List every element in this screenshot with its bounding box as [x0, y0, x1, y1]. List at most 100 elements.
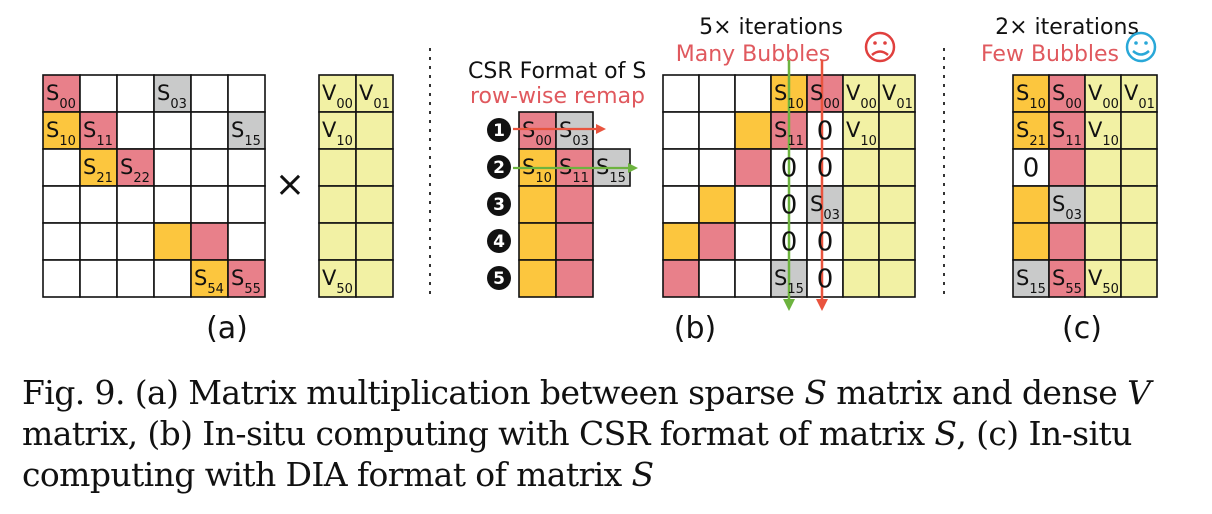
- row-wise-remap-label: row-wise remap: [470, 84, 645, 109]
- a-V-cell-r2-c1: [355, 148, 394, 187]
- b-grid-cell-r1-c6: [878, 111, 916, 150]
- b-grid-cell-r4-c1: [698, 222, 736, 261]
- frown-face-icon: [864, 31, 896, 63]
- b-grid-cell-r0-c4-label: S00: [810, 81, 840, 112]
- caption-V: V: [1127, 373, 1151, 412]
- a-S-cell-r0-c5: [227, 74, 266, 113]
- row-scan-arrows: [513, 124, 638, 173]
- svg-text:S10: S10: [1016, 81, 1046, 112]
- c-grid-cell-r0-c1: [1048, 74, 1086, 113]
- a-V-cell-r4-c0: [318, 222, 357, 261]
- caption-S-2: S: [934, 414, 957, 453]
- svg-text:V01: V01: [1124, 81, 1155, 112]
- row-number-5: 5: [493, 269, 505, 289]
- a-S-cell-r2-c1: [79, 148, 118, 187]
- csr-computing-grid: [662, 74, 916, 298]
- b-grid-cell-r5-c1: [698, 259, 736, 298]
- svg-text:V10: V10: [1088, 118, 1119, 149]
- a-S-cell-r5-c3: [153, 259, 192, 298]
- panel-b-label: (b): [674, 311, 716, 346]
- b-grid-cell-r5-c5: [842, 259, 880, 298]
- b-grid-cell-r5-c3-label: S15: [774, 266, 804, 297]
- svg-text:S00: S00: [1052, 81, 1082, 112]
- c-grid-cell-r1-c0-label: S21: [1016, 118, 1046, 149]
- svg-text:V00: V00: [846, 81, 877, 112]
- svg-text:S15: S15: [1016, 266, 1046, 297]
- c-grid-cell-r5-c0-label: S15: [1016, 266, 1046, 297]
- b-grid-cell-r0-c3-label: S10: [774, 81, 804, 112]
- c-grid-cell-r2-c1: [1048, 148, 1086, 187]
- a-V-cell-r5-c1: [355, 259, 394, 298]
- a-S-cell-r4-c2: [116, 222, 155, 261]
- b-grid-cell-r1-c5-label: V10: [846, 118, 877, 149]
- svg-text:V10: V10: [322, 118, 353, 149]
- b-grid-cell-r2-c3-zero: 0: [781, 154, 798, 184]
- c-grid-cell-r4-c0: [1012, 222, 1050, 261]
- c-grid-cell-r0-c0: [1012, 74, 1050, 113]
- c-grid-cell-r0-c3-label: V01: [1124, 81, 1155, 112]
- iterations-label-b: 5× iterations: [699, 15, 843, 40]
- b-grid-cell-r1-c3-label: S11: [774, 118, 804, 149]
- b-grid-cell-r3-c6: [878, 185, 916, 224]
- a-S-cell-r2-c0: [42, 148, 81, 187]
- csr-cell-r4-c1: [555, 259, 594, 298]
- b-grid-cell-r3-c0: [662, 185, 700, 224]
- svg-text:S10: S10: [774, 81, 804, 112]
- svg-text:S21: S21: [83, 155, 113, 186]
- b-grid-cell-r1-c4-zero: 0: [817, 117, 834, 147]
- sparse-S-matrix: [42, 74, 266, 298]
- svg-text:V50: V50: [322, 266, 353, 297]
- row-number-badge-3: [487, 192, 511, 216]
- panel-c: 2× iterations Few Bubbles (c): [981, 15, 1158, 346]
- a-S-cell-r4-c4: [190, 222, 229, 261]
- a-S-cell-r5-c1: [79, 259, 118, 298]
- dia-computing-grid: [1012, 74, 1158, 298]
- svg-text:S11: S11: [83, 118, 113, 149]
- b-grid-cell-r4-c6: [878, 222, 916, 261]
- svg-text:V01: V01: [359, 81, 390, 112]
- b-grid-cell-r2-c0: [662, 148, 700, 187]
- c-grid-cell-r4-c2: [1084, 222, 1122, 261]
- a-S-cell-r0-c3-label: S03: [157, 81, 187, 112]
- a-S-cell-r1-c0-label: S10: [46, 118, 76, 149]
- b-grid-cell-r5-c2: [734, 259, 772, 298]
- a-S-cell-r0-c0-label: S00: [46, 81, 76, 112]
- panel-a: × (a): [42, 74, 394, 346]
- a-S-cell-r0-c4: [190, 74, 229, 113]
- b-grid-cell-r1-c2: [734, 111, 772, 150]
- svg-text:V50: V50: [1088, 266, 1119, 297]
- csr-cell-r0-c1: [555, 111, 594, 150]
- many-bubbles-label: Many Bubbles: [676, 42, 831, 67]
- b-grid-cell-r0-c0: [662, 74, 700, 113]
- a-S-cell-r1-c3: [153, 111, 192, 150]
- c-grid-cell-r2-c3: [1120, 148, 1158, 187]
- a-V-cell-r2-c0: [318, 148, 357, 187]
- row-number-2: 2: [493, 158, 505, 178]
- a-S-cell-r5-c5: [227, 259, 266, 298]
- svg-text:S15: S15: [774, 266, 804, 297]
- b-grid-cell-r3-c2: [734, 185, 772, 224]
- few-bubbles-label: Few Bubbles: [981, 42, 1119, 67]
- a-S-cell-r5-c4: [190, 259, 229, 298]
- a-V-cell-r0-c0: [318, 74, 357, 113]
- a-V-cell-r4-c1: [355, 222, 394, 261]
- c-grid-cell-r0-c1-label: S00: [1052, 81, 1082, 112]
- a-S-cell-r3-c4: [190, 185, 229, 224]
- csr-format-title: CSR Format of S: [468, 59, 646, 84]
- c-grid-cell-r3-c2: [1084, 185, 1122, 224]
- b-grid-cell-r5-c0: [662, 259, 700, 298]
- svg-text:V00: V00: [322, 81, 353, 112]
- c-grid-cell-r5-c3: [1120, 259, 1158, 298]
- a-V-cell-r0-c0-label: V00: [322, 81, 353, 112]
- svg-text:V01: V01: [882, 81, 913, 112]
- a-V-cell-r3-c1: [355, 185, 394, 224]
- b-grid-cell-r0-c5: [842, 74, 880, 113]
- c-grid-cell-r2-c0-zero: 0: [1023, 154, 1040, 184]
- b-grid-cell-r2-c2: [734, 148, 772, 187]
- svg-text:S55: S55: [1052, 266, 1082, 297]
- svg-text:S55: S55: [231, 266, 261, 297]
- a-S-cell-r2-c5: [227, 148, 266, 187]
- a-S-cell-r0-c1: [79, 74, 118, 113]
- a-V-cell-r5-c0: [318, 259, 357, 298]
